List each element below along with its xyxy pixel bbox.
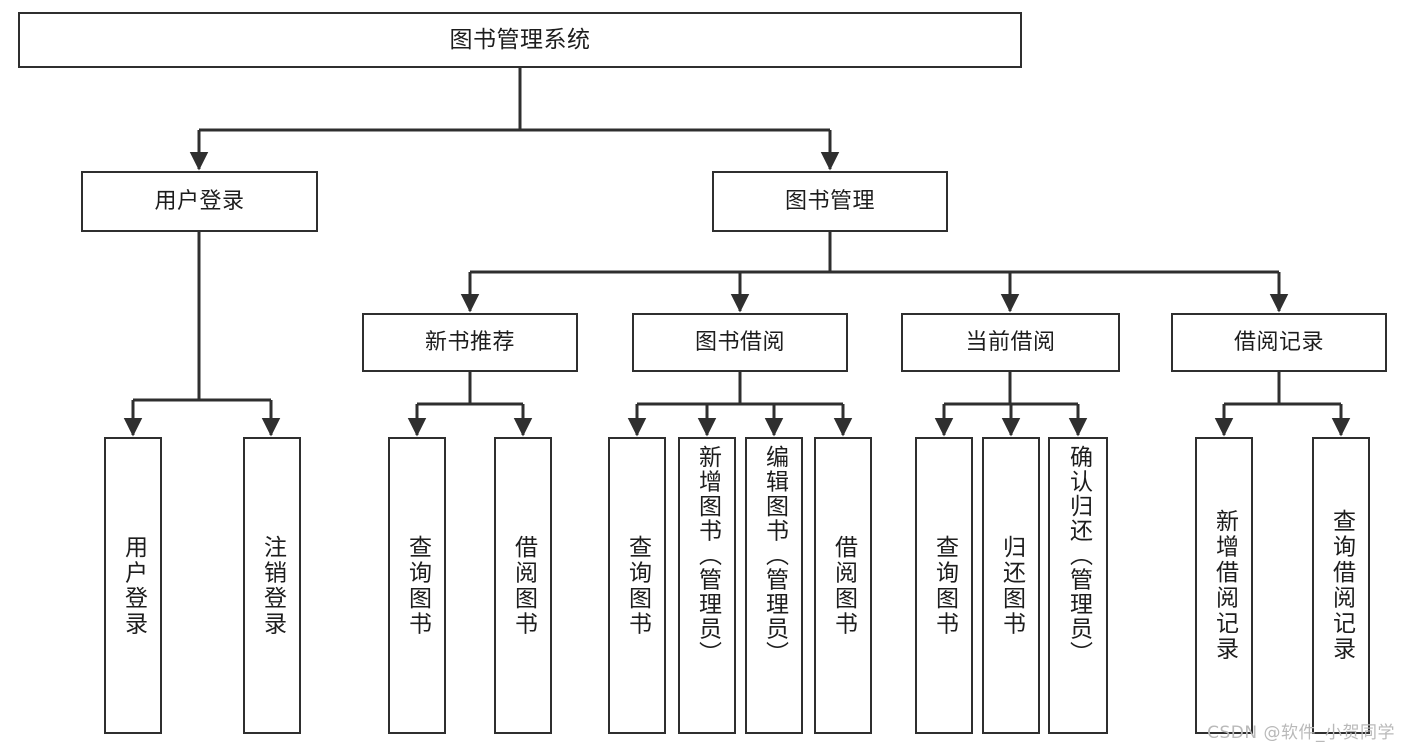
leaf-recommend-query-book[interactable]: 查询图书 [388, 437, 446, 734]
node-label: 查询借阅记录 [1328, 509, 1355, 662]
leaf-borrow-edit-book-admin[interactable]: 编辑图书（管理员） [745, 437, 803, 734]
node-label: 图书借阅 [694, 329, 785, 355]
leaf-record-add-record[interactable]: 新增借阅记录 [1195, 437, 1253, 734]
node-label: 查询图书 [404, 534, 431, 637]
node-label: 新书推荐 [424, 329, 515, 355]
node-borrow-record[interactable]: 借阅记录 [1171, 313, 1387, 372]
leaf-borrow-borrow-book[interactable]: 借阅图书 [814, 437, 872, 734]
leaf-user-login-logout[interactable]: 注销登录 [243, 437, 301, 734]
node-label: 注销登录 [259, 534, 286, 637]
node-book-borrow[interactable]: 图书借阅 [632, 313, 848, 372]
node-label: 当前借阅 [965, 329, 1056, 355]
leaf-current-confirm-return-admin[interactable]: 确认归还（管理员） [1048, 437, 1108, 734]
node-label: 查询图书 [931, 534, 958, 637]
node-current-borrow[interactable]: 当前借阅 [901, 313, 1120, 372]
node-label: 归还图书 [998, 534, 1025, 637]
node-label: 用户登录 [154, 188, 245, 214]
leaf-current-query-book[interactable]: 查询图书 [915, 437, 973, 734]
node-label: 借阅图书 [830, 534, 857, 637]
node-new-book-recommend[interactable]: 新书推荐 [362, 313, 578, 372]
leaf-current-return-book[interactable]: 归还图书 [982, 437, 1040, 734]
leaf-recommend-borrow-book[interactable]: 借阅图书 [494, 437, 552, 734]
node-label: 查询图书 [624, 534, 651, 637]
node-label: 新增图书（管理员） [694, 445, 721, 666]
node-label: 新增借阅记录 [1211, 509, 1238, 662]
node-label: 用户登录 [120, 534, 147, 637]
node-user-login[interactable]: 用户登录 [81, 171, 318, 232]
leaf-borrow-add-book-admin[interactable]: 新增图书（管理员） [678, 437, 736, 734]
leaf-user-login-login[interactable]: 用户登录 [104, 437, 162, 734]
node-label: 借阅图书 [510, 534, 537, 637]
node-label: 借阅记录 [1233, 329, 1324, 355]
node-book-management[interactable]: 图书管理 [712, 171, 948, 232]
node-label: 图书管理 [784, 188, 875, 214]
node-label: 编辑图书（管理员） [761, 445, 788, 666]
node-label: 确认归还（管理员） [1065, 445, 1092, 666]
leaf-borrow-query-book[interactable]: 查询图书 [608, 437, 666, 734]
node-root-system[interactable]: 图书管理系统 [18, 12, 1022, 68]
leaf-record-query-record[interactable]: 查询借阅记录 [1312, 437, 1370, 734]
node-label: 图书管理系统 [449, 26, 591, 53]
